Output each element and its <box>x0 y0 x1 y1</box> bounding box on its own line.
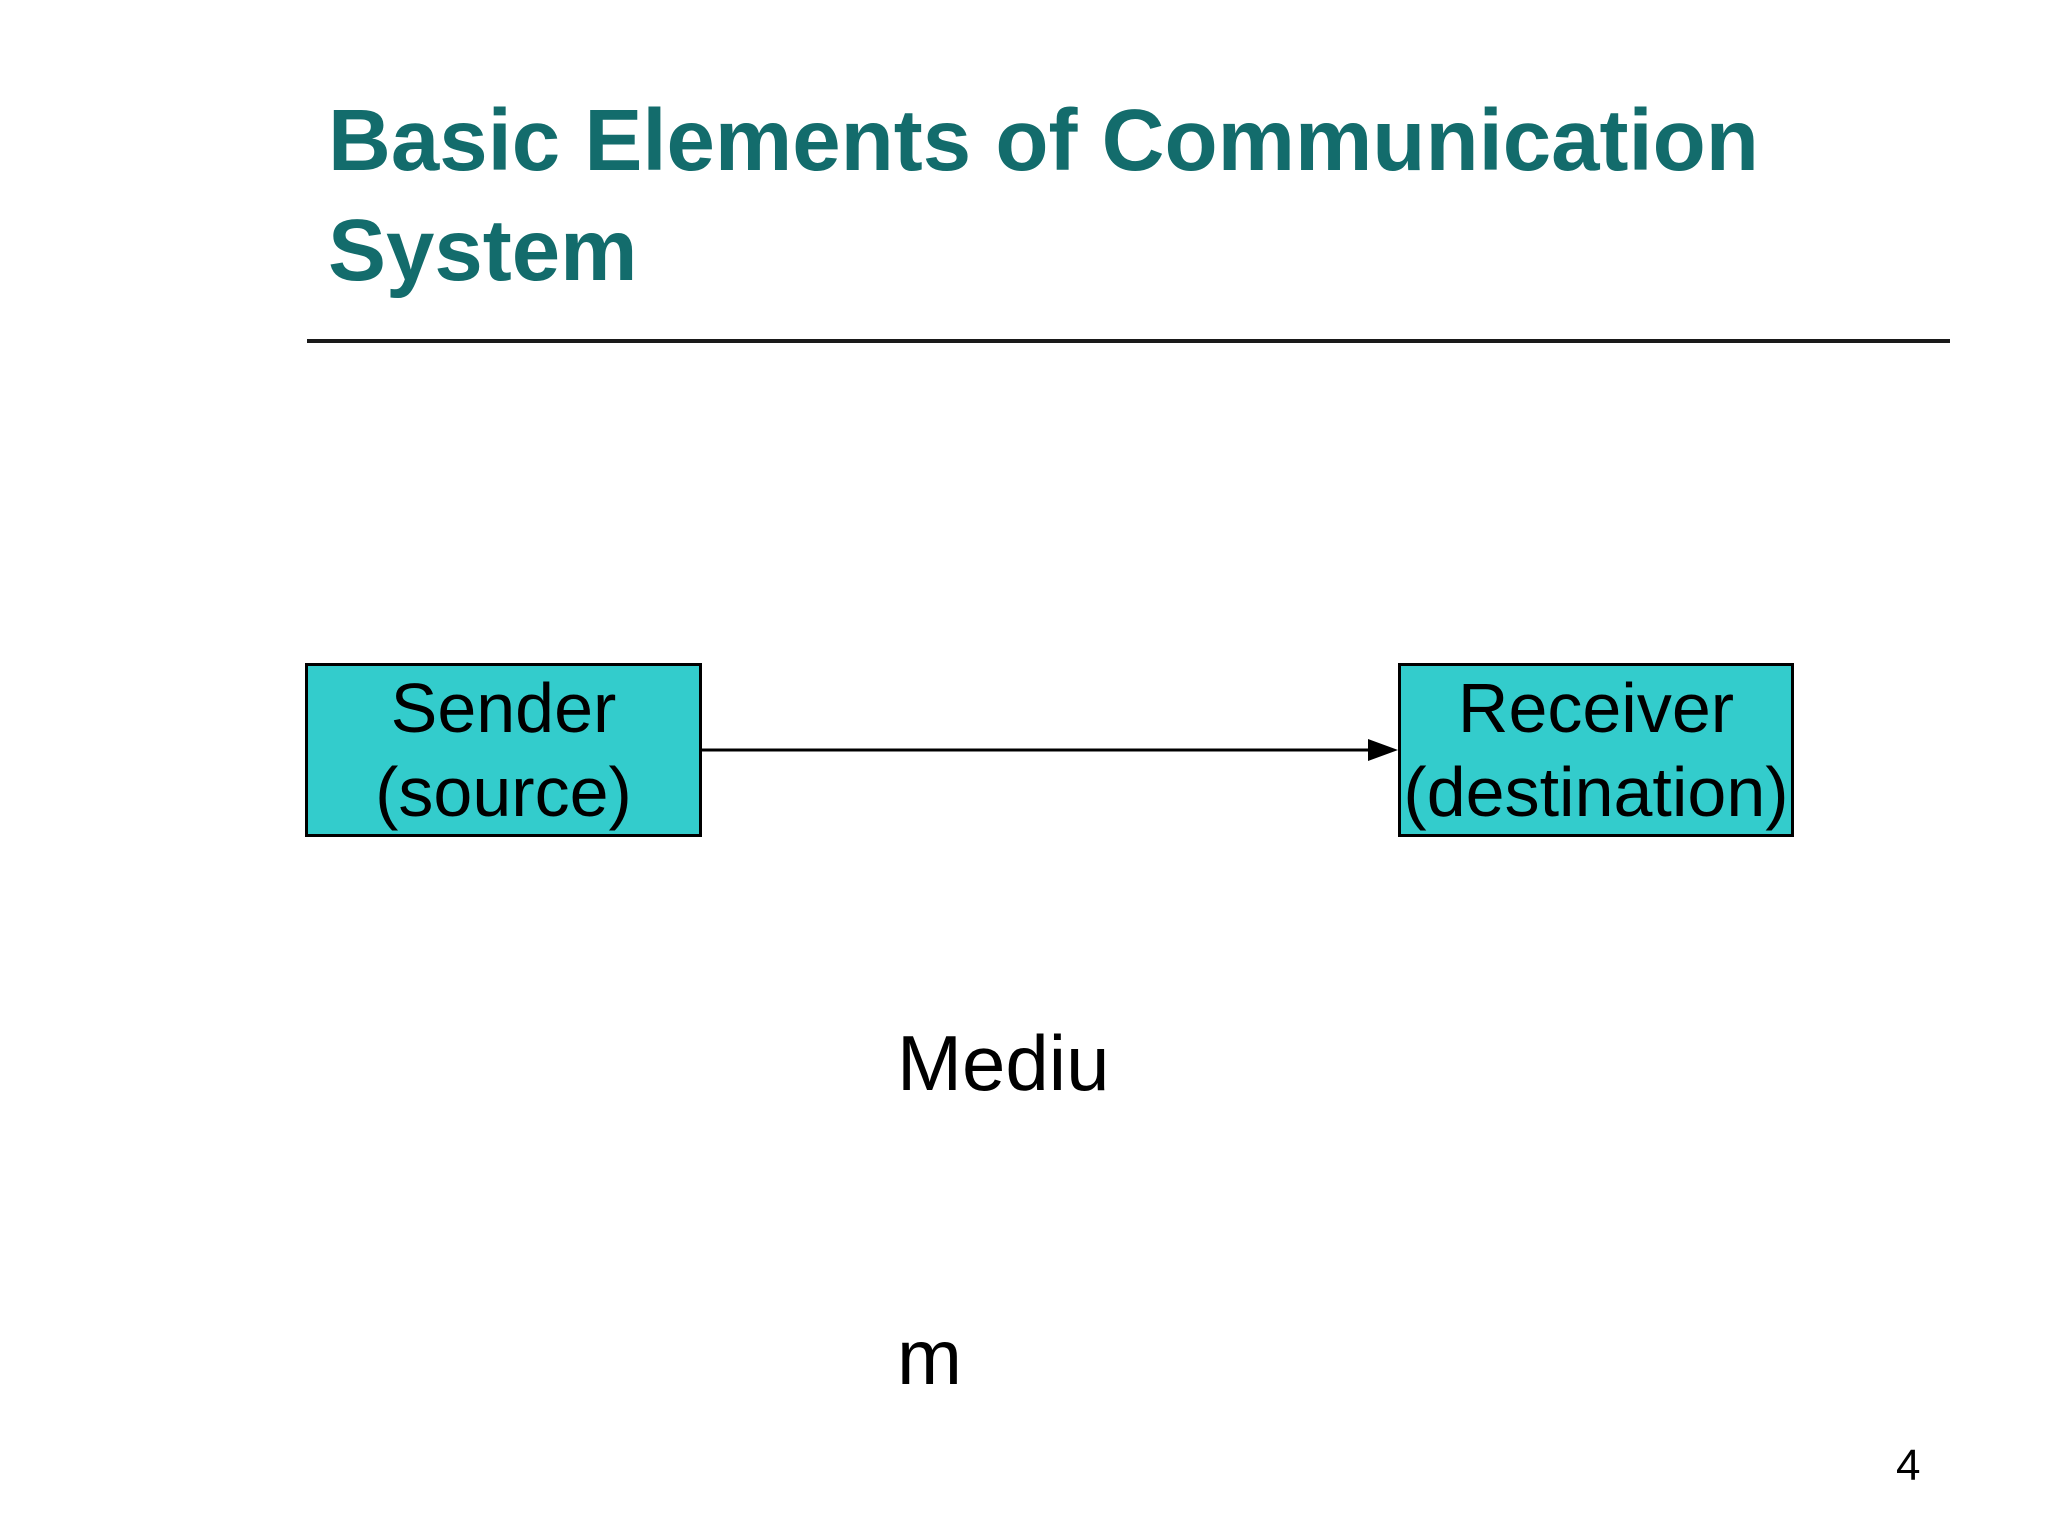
receiver-label-line2: (destination) <box>1403 753 1789 831</box>
sender-label-line1: Sender <box>390 669 617 747</box>
medium-label: Mediu m <box>897 818 1109 1536</box>
title-underline <box>307 339 1950 343</box>
medium-arrow-icon <box>702 739 1398 761</box>
page-number: 4 <box>1896 1441 1921 1490</box>
sender-box: Sender (source) <box>305 663 702 837</box>
slide-title: Basic Elements of Communication System <box>328 92 1759 299</box>
medium-label-line2: m <box>897 1313 962 1401</box>
sender-label-line2: (source) <box>375 753 632 831</box>
receiver-box: Receiver (destination) <box>1398 663 1794 837</box>
receiver-label-line1: Receiver <box>1457 669 1735 747</box>
medium-label-line1: Mediu <box>897 1019 1110 1107</box>
